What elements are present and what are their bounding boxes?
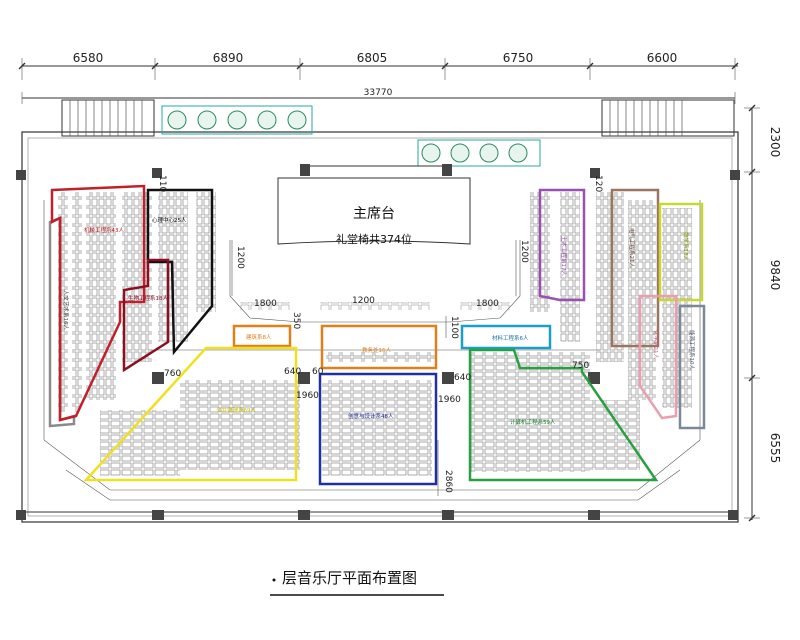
zone-bioeng-label: 生物工程系18人 (128, 294, 168, 302)
zone-humanities-label: 人文艺术系16人 (62, 290, 70, 330)
top-dimension-chain: 6580 6890 6805 6750 6600 33770 (18, 51, 739, 104)
left-stairs (61, 99, 155, 137)
dim-640b: 640 (454, 373, 471, 383)
zone-chemistry (638, 294, 678, 420)
zone-bioeng (122, 258, 170, 373)
dim-top-4: 6750 (503, 51, 534, 65)
zone-creative-design (318, 372, 438, 486)
stage-title: 主席台 (353, 206, 395, 222)
caption: 层音乐厅平面布置图 (270, 569, 444, 596)
dim-1960a: 1960 (296, 391, 319, 401)
zone-materials-label: 材料工程系6人 (492, 334, 529, 342)
dim-top-3: 6805 (357, 51, 388, 65)
dim-front-mid: 1200 (352, 296, 375, 306)
zone-academic-affairs-label: 教务处16人 (362, 346, 391, 354)
dim-top-5: 6600 (647, 51, 678, 65)
seating-fan-lines (43, 200, 701, 501)
plant-box-left (161, 105, 313, 135)
zone-architecture-label: 建筑系8人 (246, 333, 272, 341)
zone-creative-design-label: 创意与设计系48人 (348, 412, 394, 420)
dim-120: 120 (593, 175, 603, 192)
dim-front-left: 1800 (254, 299, 277, 309)
zone-computer-label: 计算机工程系59人 (510, 418, 556, 426)
dim-640a: 640 (284, 367, 301, 377)
right-dimension-chain: 2300 9840 6555 (744, 104, 782, 522)
zone-mechanical-label: 机械工程系43人 (84, 226, 124, 234)
dim-right-aisle: 1200 (519, 240, 529, 263)
stage: 主席台 礼堂椅共374位 (277, 177, 471, 246)
plant-box-right (417, 139, 541, 167)
dim-top-1: 6580 (73, 51, 104, 65)
dim-1100: 1100 (449, 316, 459, 339)
zone-mechanical (50, 184, 146, 422)
dim-right-1: 2300 (768, 127, 782, 158)
zone-electrical-label: 电气工程系21人 (628, 228, 636, 268)
zone-public-admin (83, 346, 298, 482)
zones: 人文艺术系16人 机械工程系43人 心理中心25人 生物工程系18人 建筑系8人… (48, 184, 706, 486)
zone-chemistry-label: 化学系21人 (652, 330, 660, 359)
right-stairs (601, 99, 735, 137)
zone-energy-label: 能源工程系10人 (688, 330, 696, 370)
zone-civil-label: 土木工程系17人 (560, 236, 568, 276)
zone-math-label: 数学系18人 (682, 232, 690, 261)
dim-350: 350 (291, 312, 301, 329)
stage-subtitle: 礼堂椅共374位 (336, 232, 412, 246)
dim-1960b: 1960 (438, 395, 461, 405)
seat-rows-center (100, 302, 640, 476)
dim-760: 760 (164, 369, 181, 379)
zone-psych-center-label: 心理中心25人 (152, 216, 187, 224)
zone-energy (678, 304, 706, 430)
dim-left-aisle: 1200 (235, 246, 245, 269)
dim-right-3: 6555 (768, 433, 782, 464)
dim-front-right: 1800 (476, 299, 499, 309)
zone-materials (460, 324, 552, 350)
dim-2860: 2860 (443, 470, 453, 493)
zone-computer (468, 348, 659, 482)
dim-total-width: 33770 (364, 88, 393, 98)
zone-academic-affairs (320, 324, 438, 370)
dim-110: 110 (157, 175, 167, 192)
zone-architecture (232, 324, 292, 348)
inner-dimensions: 110 120 1200 1200 1800 1200 1800 350 110… (157, 175, 603, 496)
zone-civil (538, 188, 586, 302)
dim-750: 750 (572, 361, 589, 371)
structural-columns (16, 164, 740, 520)
dim-top-2: 6890 (213, 51, 244, 65)
zone-math (658, 202, 704, 302)
zone-electrical (610, 188, 660, 348)
plan-title: 层音乐厅平面布置图 (282, 569, 417, 587)
dim-60: 60 (312, 367, 324, 377)
zone-public-admin-label: 公共管理系69人 (216, 406, 256, 414)
dim-right-2: 9840 (768, 260, 782, 291)
building-outline (16, 99, 740, 523)
